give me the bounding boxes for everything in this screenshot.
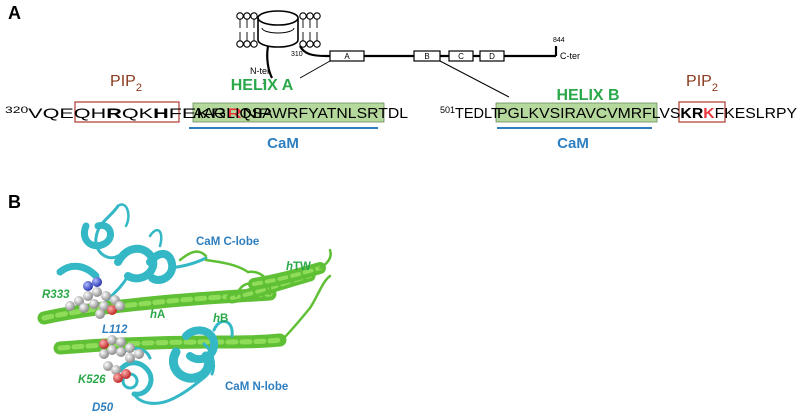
cam-label-left: CaM xyxy=(267,135,299,152)
sequence-right: 501TEDLT xyxy=(440,105,500,122)
box-d-label: D xyxy=(489,52,495,61)
box-a xyxy=(329,50,365,62)
box-b xyxy=(413,50,441,62)
residue-310-label: 310 xyxy=(291,51,303,58)
channel-topology: N-ter 1 310 844 C-ter A B C D xyxy=(236,10,580,86)
box-a-label: A xyxy=(344,52,350,61)
r333-spheres xyxy=(65,277,125,319)
helix-a-highlight xyxy=(192,102,385,123)
box-c xyxy=(448,50,474,62)
htw-label: hTW xyxy=(286,261,311,273)
panel-b-label: B xyxy=(8,192,21,212)
protein-structure xyxy=(37,203,332,405)
membrane-right-lipids xyxy=(299,12,321,48)
n-ter-tail xyxy=(266,45,273,79)
box-b-label: B xyxy=(424,52,429,61)
pip2-left-label: PIP2 xyxy=(110,73,142,94)
k526-spheres xyxy=(99,335,144,383)
cam-n-lobe-label: CaM N-lobe xyxy=(225,381,288,393)
helix-a-pointer xyxy=(299,60,331,79)
r333-label: R333 xyxy=(42,289,70,301)
kv7-helices-ribbon xyxy=(37,250,332,355)
c-ter-number: 844 xyxy=(553,37,565,44)
n-ter-number: 1 xyxy=(262,79,266,86)
membrane-left-lipids xyxy=(236,12,258,48)
channel-cylinder xyxy=(257,10,299,48)
panel-a-label: A xyxy=(8,3,21,23)
cam-c-lobe-ribbon xyxy=(56,203,208,306)
cam-label-right: CaM xyxy=(557,135,589,152)
pip2-right-label: PIP2 xyxy=(686,73,718,94)
cam-c-lobe-label: CaM C-lobe xyxy=(196,236,259,248)
n-ter-label: N-ter xyxy=(250,66,270,76)
pip2-right-box xyxy=(678,101,726,123)
box-d xyxy=(479,50,505,62)
helix-a-title: HELIX A xyxy=(231,77,294,94)
l112-label: L112 xyxy=(102,324,128,336)
k526-label: K526 xyxy=(78,374,106,386)
ha-label: hA xyxy=(150,309,165,321)
htw-helix-ribbon xyxy=(234,248,332,298)
pip2-left-box xyxy=(74,101,180,123)
c-ter-linker xyxy=(299,45,330,58)
cam-n-lobe-ribbon xyxy=(117,320,234,405)
helix-b-pointer xyxy=(439,60,510,98)
d50-label: D50 xyxy=(92,402,114,414)
c-ter-label: C-ter xyxy=(560,51,580,61)
box-c-label: C xyxy=(458,52,464,61)
hb-label: hB xyxy=(213,313,228,325)
helix-b-title: HELIX B xyxy=(556,87,619,104)
helix-b-highlight xyxy=(495,102,658,123)
